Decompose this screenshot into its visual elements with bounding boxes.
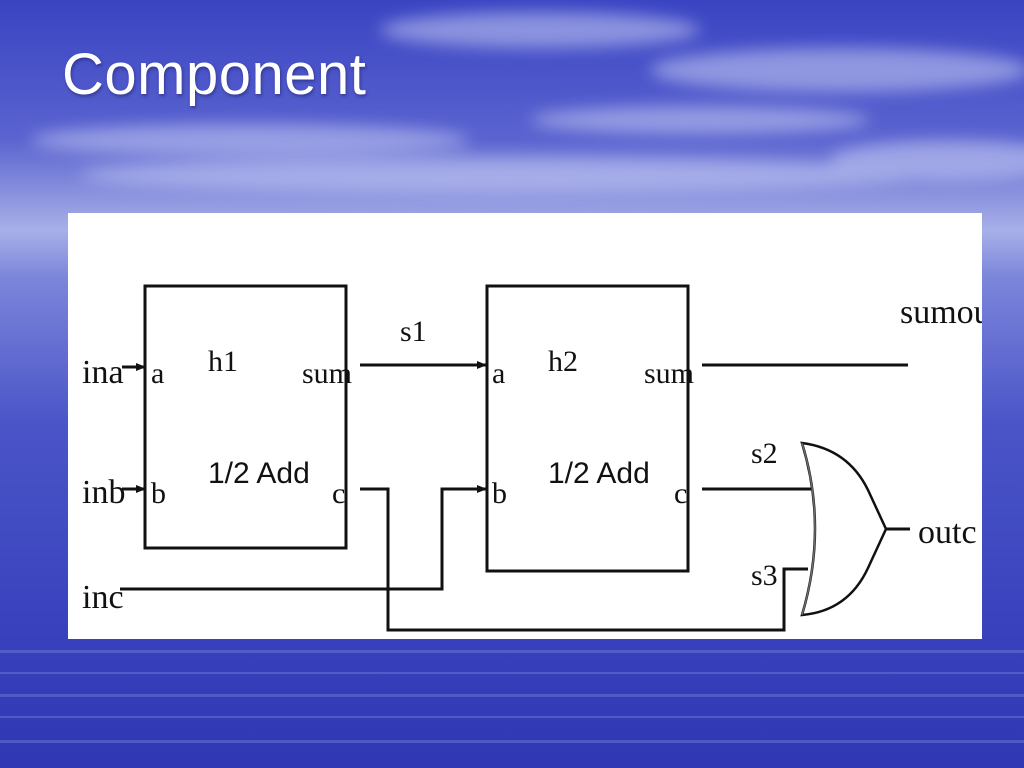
wire-h1-carry: [360, 487, 808, 632]
output-sumout-label: sumout: [900, 294, 982, 331]
h1-port-b-label: b: [151, 477, 166, 510]
input-inc-label: inc: [82, 579, 124, 616]
h2-port-b-label: b: [492, 477, 507, 510]
circuit-diagram: h1 1/2 Add a b sum c h2 1/2 Add a b sum …: [82, 284, 982, 632]
half-adder-h2-block: [485, 284, 690, 573]
circuit-diagram-panel: h1 1/2 Add a b sum c h2 1/2 Add a b sum …: [68, 213, 982, 639]
h1-instance-label: h1: [208, 345, 238, 378]
slide-title: Component: [62, 42, 367, 107]
h2-port-c-label: c: [674, 477, 687, 510]
or-gate-outline-highlight: [801, 442, 816, 616]
output-outc-label: outc: [918, 514, 977, 551]
signal-s1-label: s1: [400, 315, 427, 348]
h1-port-c-label: c: [332, 477, 345, 510]
h1-port-sum-label: sum: [302, 357, 352, 390]
signal-s3-label: s3: [751, 559, 778, 592]
h2-instance-label: h2: [548, 345, 578, 378]
input-inb-label: inb: [82, 474, 125, 511]
h2-port-a-label: a: [492, 357, 505, 390]
signal-s2-label: s2: [751, 437, 778, 470]
h2-function-label: 1/2 Add: [548, 457, 650, 490]
input-ina-label: ina: [82, 354, 124, 391]
half-adder-h1-block: [143, 284, 348, 550]
h2-port-sum-label: sum: [644, 357, 694, 390]
wire-inc: [120, 485, 487, 591]
h1-function-label: 1/2 Add: [208, 457, 310, 490]
h1-port-a-label: a: [151, 357, 164, 390]
